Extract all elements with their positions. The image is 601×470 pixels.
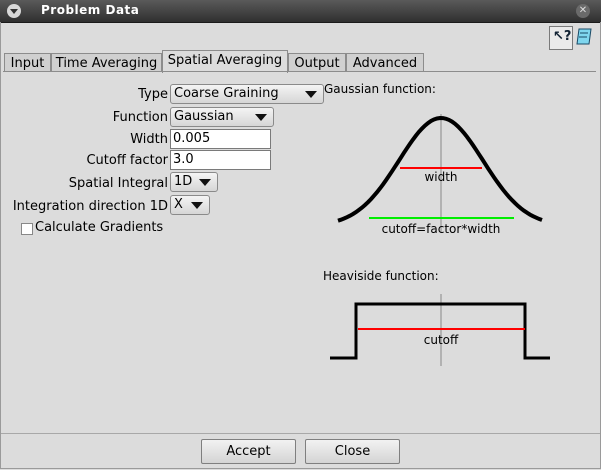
function-value: Gaussian bbox=[174, 109, 234, 124]
button-divider bbox=[1, 433, 600, 434]
book-button[interactable] bbox=[575, 27, 593, 47]
tab-spatial-averaging[interactable]: Spatial Averaging bbox=[162, 50, 288, 73]
gaussian-curve bbox=[337, 115, 543, 223]
spatial-integral-value: 1D bbox=[174, 174, 193, 189]
tab-divider bbox=[3, 71, 596, 72]
type-select[interactable]: Coarse Graining bbox=[170, 84, 324, 104]
close-button[interactable]: Close bbox=[305, 439, 400, 464]
title-bar: Problem Data ✕ bbox=[0, 0, 601, 23]
gaussian-cutoff-label: cutoff=factor*width bbox=[382, 222, 501, 236]
spatial-integral-select[interactable]: 1D bbox=[170, 172, 218, 192]
width-input[interactable]: 0.005 bbox=[170, 129, 271, 149]
tab-advanced[interactable]: Advanced bbox=[346, 53, 424, 72]
cutoff-factor-label: Cutoff factor bbox=[86, 153, 168, 168]
tab-time-averaging[interactable]: Time Averaging bbox=[51, 53, 162, 72]
gaussian-figure: width cutoff=factor*width bbox=[337, 114, 543, 236]
tab-input[interactable]: Input bbox=[4, 53, 51, 72]
chevron-down-icon bbox=[199, 179, 211, 186]
gaussian-title: Gaussian function: bbox=[324, 82, 436, 96]
heaviside-figure: cutoff bbox=[330, 294, 550, 366]
heaviside-cutoff-label: cutoff bbox=[424, 333, 459, 347]
chevron-down-icon bbox=[255, 114, 267, 121]
context-help-button[interactable]: ↖? bbox=[549, 26, 573, 50]
integration-direction-label: Integration direction 1D bbox=[12, 199, 168, 214]
cutoff-factor-input[interactable]: 3.0 bbox=[170, 150, 271, 170]
heaviside-curve bbox=[330, 302, 550, 360]
accept-button[interactable]: Accept bbox=[201, 439, 296, 464]
tab-output[interactable]: Output bbox=[288, 53, 346, 72]
function-select[interactable]: Gaussian bbox=[170, 107, 274, 127]
calculate-gradients-label[interactable]: Calculate Gradients bbox=[35, 220, 164, 235]
type-label: Type bbox=[138, 87, 168, 102]
chevron-down-icon bbox=[191, 202, 203, 209]
type-value: Coarse Graining bbox=[174, 86, 279, 101]
spatial-averaging-panel: Type Coarse Graining Function Gaussian W… bbox=[4, 72, 596, 366]
integration-direction-value: X bbox=[174, 197, 183, 212]
calculate-gradients-checkbox[interactable] bbox=[21, 223, 33, 235]
book-icon bbox=[576, 28, 592, 45]
function-label: Function bbox=[112, 110, 168, 125]
integration-direction-select[interactable]: X bbox=[170, 195, 210, 215]
close-icon[interactable]: ✕ bbox=[576, 4, 590, 18]
chevron-down-icon[interactable] bbox=[7, 4, 21, 18]
chevron-down-icon bbox=[305, 91, 317, 98]
heaviside-title: Heaviside function: bbox=[323, 269, 439, 283]
context-help-icon: ↖? bbox=[553, 29, 572, 44]
width-label: Width bbox=[130, 132, 168, 147]
gaussian-width-label: width bbox=[424, 170, 457, 184]
spatial-integral-label: Spatial Integral bbox=[68, 176, 168, 191]
window-title: Problem Data bbox=[41, 3, 140, 17]
